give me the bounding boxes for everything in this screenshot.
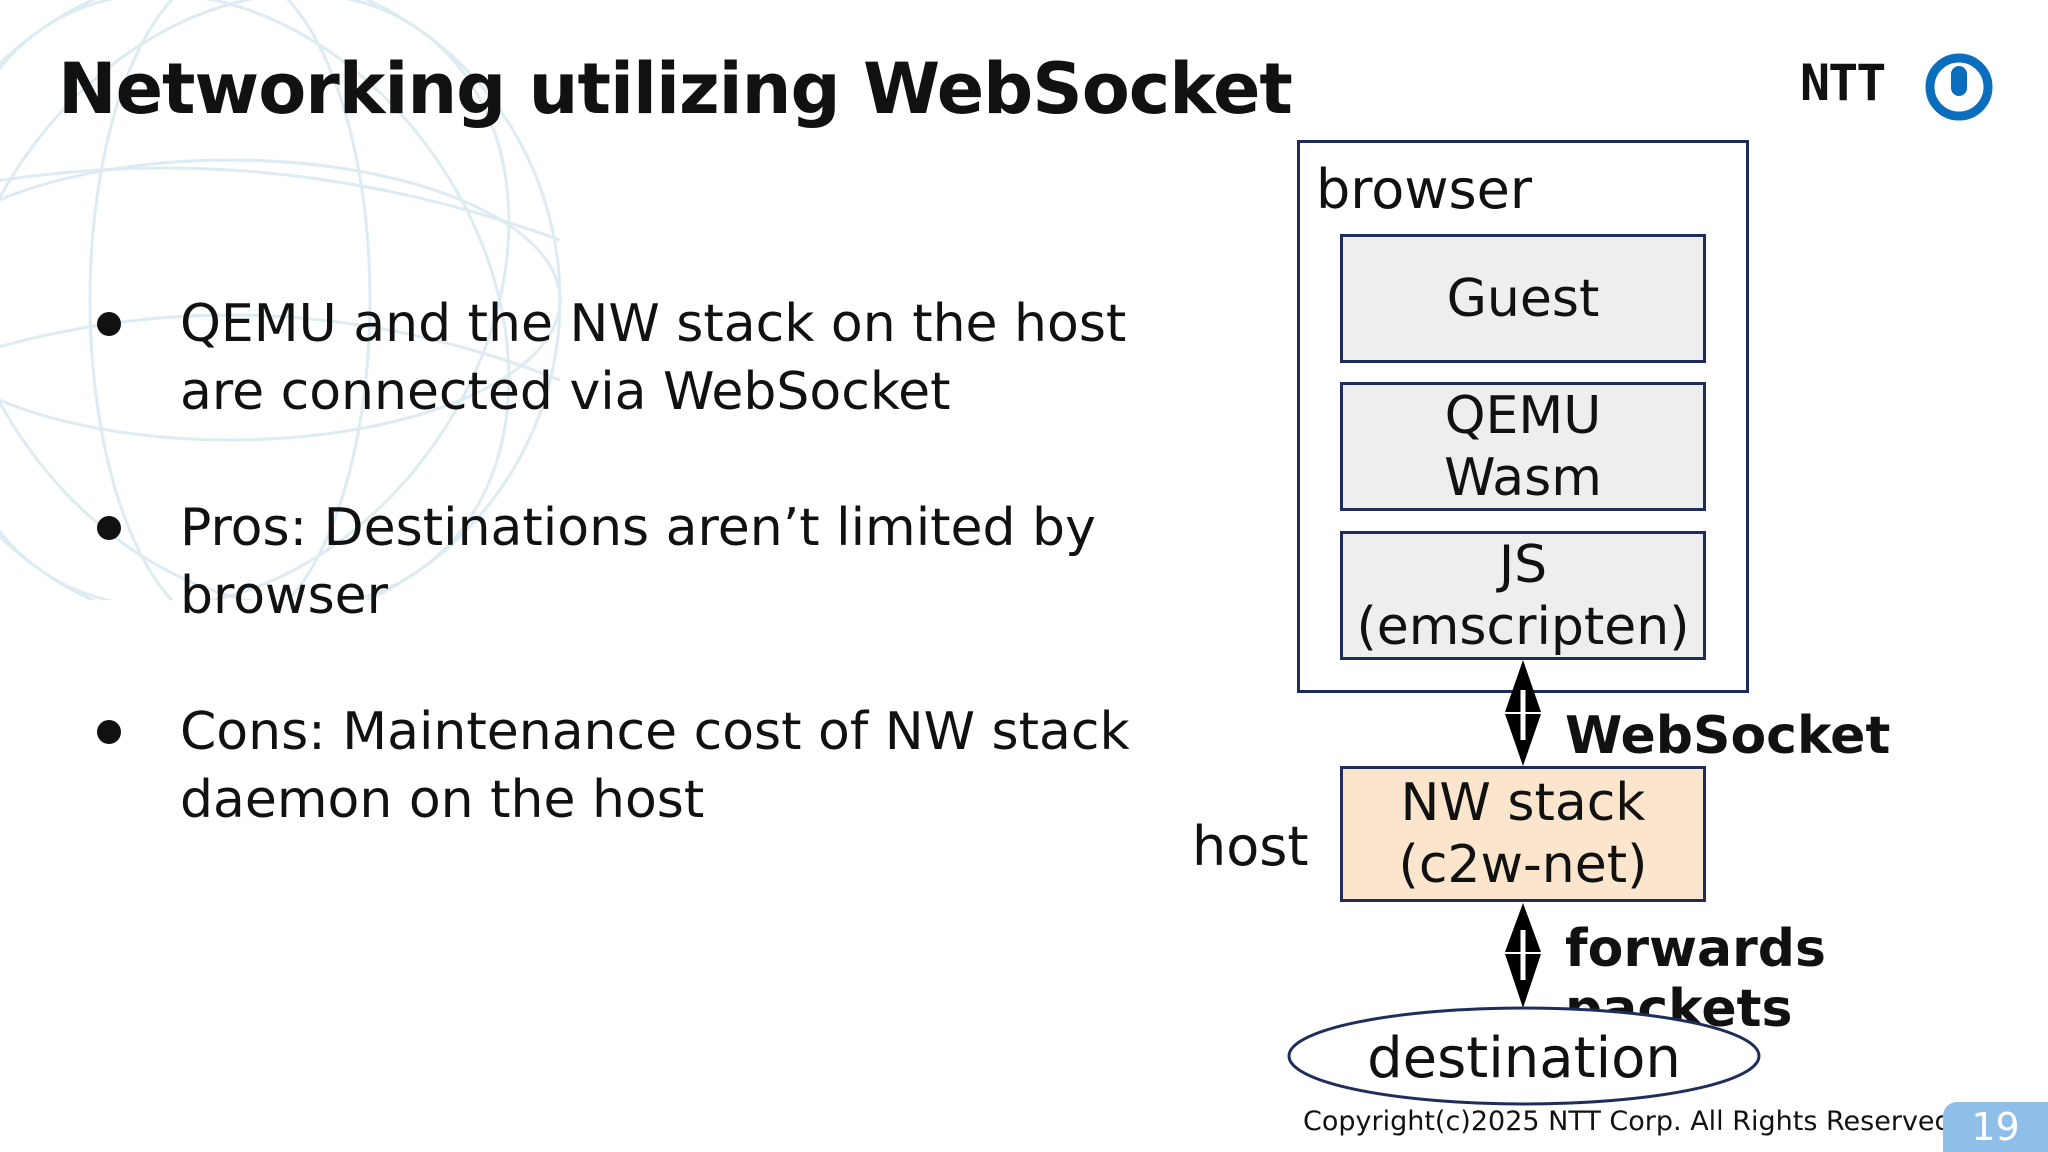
bullet-list: QEMU and the NW stack on the host are co… (95, 290, 1195, 902)
bullet-item: Cons: Maintenance cost of NW stack daemo… (95, 698, 1195, 834)
copyright-text: Copyright(c)2025 NTT Corp. All Rights Re… (1303, 1106, 1961, 1137)
page-title: Networking utilizing WebSocket (58, 48, 1293, 130)
bullet-dot-icon (97, 312, 121, 336)
nw-stack-box: NW stack (c2w-net) (1340, 766, 1706, 902)
destination-label: destination (1367, 1025, 1681, 1091)
host-label: host (1192, 815, 1309, 878)
bullet-dot-icon (97, 720, 121, 744)
logo-text: NTT (1800, 54, 1886, 112)
bullet-text: QEMU and the NW stack on the host are co… (180, 294, 1127, 422)
page-number: 19 (1943, 1102, 2048, 1152)
bullet-item: Pros: Destinations aren’t limited by bro… (95, 494, 1195, 630)
ntt-logo: NTT (1800, 48, 2000, 128)
bullet-item: QEMU and the NW stack on the host are co… (95, 290, 1195, 426)
bullet-dot-icon (97, 516, 121, 540)
websocket-label: WebSocket (1565, 706, 1891, 766)
globe-background (0, 0, 562, 600)
bullet-text: Pros: Destinations aren’t limited by bro… (180, 498, 1096, 626)
qemu-wasm-box: QEMU Wasm (1340, 382, 1706, 511)
browser-label: browser (1316, 158, 1533, 221)
bullet-text: Cons: Maintenance cost of NW stack daemo… (180, 702, 1130, 830)
forwards-arrow-icon (1505, 903, 1541, 1008)
ntt-logo-icon (1925, 53, 1993, 121)
guest-box: Guest (1340, 234, 1706, 363)
js-emscripten-box: JS (emscripten) (1340, 531, 1706, 660)
